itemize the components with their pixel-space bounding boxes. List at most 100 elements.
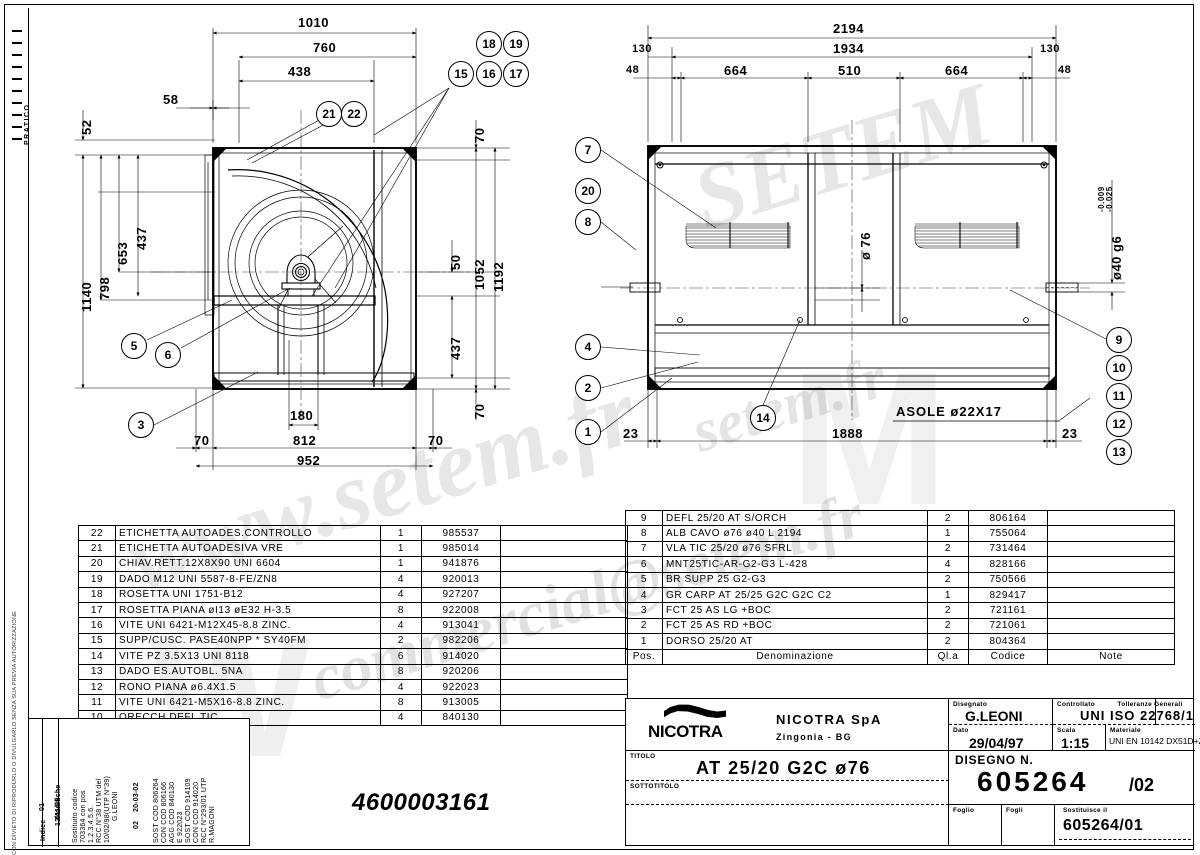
bom-cell-cod: 804364 bbox=[968, 633, 1048, 650]
bom-header-pos: Pos. bbox=[625, 648, 663, 665]
bom-cell-qta: 2 bbox=[927, 540, 969, 558]
materiale-cell: Materiale UNI EN 10142 DX51D+Z200-N-A-C-… bbox=[1106, 725, 1200, 751]
sheet-border-outer bbox=[4, 4, 1194, 850]
revision-line-2-7: R.MAGONI bbox=[209, 806, 216, 843]
dim-48-left: 48 bbox=[626, 64, 640, 76]
bom-cell-cod: 913005 bbox=[421, 694, 501, 711]
bom-cell-cod: 840130 bbox=[421, 709, 501, 727]
bom-cell-pos: 6 bbox=[625, 556, 663, 573]
bom-cell-note bbox=[1047, 617, 1175, 635]
balloon-20[interactable]: 20 bbox=[575, 178, 601, 204]
balloon-10[interactable]: 10 bbox=[1106, 355, 1132, 381]
bom-cell-cod: 982206 bbox=[421, 632, 501, 650]
balloon-6[interactable]: 6 bbox=[155, 342, 181, 368]
balloon-22[interactable]: 22 bbox=[341, 101, 367, 127]
balloon-5[interactable]: 5 bbox=[121, 333, 147, 359]
bom-cell-qta: 6 bbox=[380, 648, 422, 665]
bom-cell-pos: 4 bbox=[625, 586, 663, 604]
bom-cell-cod: 828166 bbox=[968, 556, 1048, 573]
balloon-11[interactable]: 11 bbox=[1106, 383, 1132, 409]
margin-tick bbox=[12, 126, 22, 128]
bom-cell-cod: 920013 bbox=[421, 571, 501, 588]
balloon-2[interactable]: 2 bbox=[575, 375, 601, 401]
bom-cell-den: DADO ES.AUTOBL. 5NA bbox=[115, 663, 381, 680]
balloon-17[interactable]: 17 bbox=[503, 61, 529, 87]
balloon-16[interactable]: 16 bbox=[476, 61, 502, 87]
balloon-7[interactable]: 7 bbox=[575, 137, 601, 163]
balloon-3[interactable]: 3 bbox=[128, 412, 154, 438]
bom-cell-note bbox=[500, 617, 628, 634]
dim-437-left: 437 bbox=[134, 226, 149, 250]
dim-70-bot-left: 70 bbox=[194, 433, 210, 448]
bom-cell-qta: 2 bbox=[927, 509, 969, 527]
dim-1140: 1140 bbox=[79, 281, 94, 312]
bom-cell-note bbox=[1047, 525, 1175, 542]
disegno-n-value: 605264 bbox=[977, 766, 1089, 797]
dim-952: 952 bbox=[297, 453, 321, 468]
balloon-8[interactable]: 8 bbox=[575, 209, 601, 235]
dim-664-right: 664 bbox=[945, 63, 969, 78]
revision-date-2: 20-03-02 bbox=[133, 782, 140, 812]
dim-shaft-76: ø 76 bbox=[858, 231, 873, 260]
empty-note-cell bbox=[626, 805, 949, 845]
logo-cell: NICOTRA NICOTRA SpA Zingonia - BG bbox=[626, 699, 949, 751]
bom-cell-den: ROSETTA UNI 1751-B12 bbox=[115, 586, 381, 603]
margin-label: PRATICO bbox=[24, 103, 31, 145]
margin-tick bbox=[12, 114, 22, 116]
dim-653: 653 bbox=[115, 241, 130, 265]
bom-cell-den: CHIAV.RETT.12X8X90 UNI 6604 bbox=[115, 555, 381, 573]
disegnato-label: Disegnato bbox=[953, 701, 988, 708]
bom-cell-den: FCT 25 AS LG +BOC bbox=[662, 602, 928, 619]
bom-cell-qta: 1 bbox=[927, 586, 969, 604]
dim-50: 50 bbox=[448, 254, 463, 270]
balloon-4[interactable]: 4 bbox=[575, 334, 601, 360]
margin-tick bbox=[12, 78, 22, 80]
sottotitolo-label: SOTTOTITOLO bbox=[630, 783, 680, 790]
bom-cell-pos: 21 bbox=[78, 540, 116, 557]
bom-cell-note bbox=[500, 678, 628, 696]
bom-cell-note bbox=[500, 632, 628, 650]
bom-cell-pos: 22 bbox=[78, 524, 116, 542]
bom-cell-qta: 2 bbox=[927, 571, 969, 588]
balloon-1[interactable]: 1 bbox=[575, 419, 601, 445]
balloon-12[interactable]: 12 bbox=[1106, 411, 1132, 437]
disegnato-value: G.LEONI bbox=[965, 708, 1023, 724]
company-name: NICOTRA SpA bbox=[776, 712, 882, 727]
dim-70-bot-right2: 70 bbox=[428, 433, 444, 448]
balloon-13[interactable]: 13 bbox=[1106, 439, 1132, 465]
dim-1934: 1934 bbox=[833, 41, 864, 56]
balloon-18[interactable]: 18 bbox=[476, 31, 502, 57]
bom-cell-cod: 755064 bbox=[968, 525, 1048, 542]
bom-cell-cod: 721061 bbox=[968, 617, 1048, 635]
bom-cell-note bbox=[500, 571, 628, 588]
bom-cell-qta: 4 bbox=[380, 617, 422, 634]
balloon-15[interactable]: 15 bbox=[448, 61, 474, 87]
revision-indice-2: 02 bbox=[133, 820, 140, 829]
bom-cell-cod: 985014 bbox=[421, 540, 501, 557]
bom-cell-qta: 1 bbox=[380, 555, 422, 573]
bom-header-den: Denominazione bbox=[662, 648, 928, 665]
dim-438: 438 bbox=[288, 64, 312, 79]
bom-cell-cod: 927207 bbox=[421, 586, 501, 603]
bom-cell-cod: 913041 bbox=[421, 617, 501, 634]
foglio-label: Foglio bbox=[953, 807, 975, 814]
nicotra-logo-icon bbox=[664, 704, 726, 718]
bom-cell-den: ETICHETTA AUTOADES.CONTROLLO bbox=[115, 524, 381, 542]
margin-tick bbox=[12, 30, 22, 32]
balloon-14[interactable]: 14 bbox=[750, 405, 776, 431]
bom-cell-den: BR SUPP 25 G2-G3 bbox=[662, 571, 928, 588]
balloon-21[interactable]: 21 bbox=[316, 101, 342, 127]
dim-23-right: 23 bbox=[1062, 426, 1078, 441]
bom-cell-note bbox=[1047, 571, 1175, 588]
balloon-19[interactable]: 19 bbox=[503, 31, 529, 57]
bom-cell-note bbox=[1047, 509, 1175, 527]
balloon-9[interactable]: 9 bbox=[1106, 327, 1132, 353]
bom-header-note: Note bbox=[1047, 648, 1175, 665]
